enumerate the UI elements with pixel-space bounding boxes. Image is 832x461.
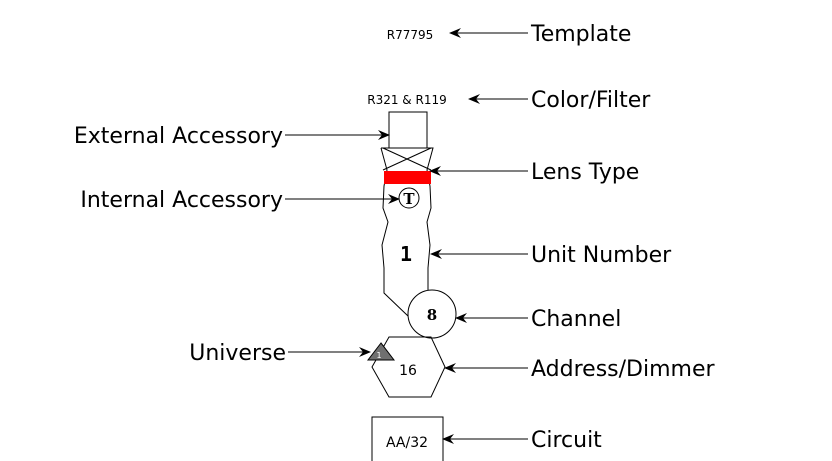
label-address-dimmer: Address/Dimmer	[531, 357, 715, 382]
template-value: R77795	[387, 28, 434, 42]
label-template: Template	[530, 22, 631, 47]
universe-triangle	[366, 342, 396, 361]
channel-value: 8	[427, 306, 437, 324]
internal-accessory-mark: T	[403, 190, 415, 208]
external-accessory-box	[388, 111, 428, 149]
label-channel: Channel	[531, 307, 621, 332]
circuit-value: AA/32	[386, 435, 428, 451]
label-lens-type: Lens Type	[531, 160, 639, 185]
universe-value: 1	[376, 351, 381, 360]
unit-number-value: 1	[400, 242, 412, 266]
label-universe: Universe	[189, 341, 286, 366]
lens-type-x	[382, 147, 432, 171]
label-circuit: Circuit	[531, 428, 602, 453]
address-value: 16	[399, 363, 417, 379]
label-unit-number: Unit Number	[531, 243, 672, 268]
address-hexagon	[371, 336, 446, 398]
label-external-accessory: External Accessory	[74, 124, 283, 149]
color-band	[384, 171, 431, 184]
color-filter-value: R321 & R119	[367, 93, 446, 107]
label-color-filter: Color/Filter	[531, 88, 651, 113]
label-internal-accessory: Internal Accessory	[80, 188, 283, 213]
